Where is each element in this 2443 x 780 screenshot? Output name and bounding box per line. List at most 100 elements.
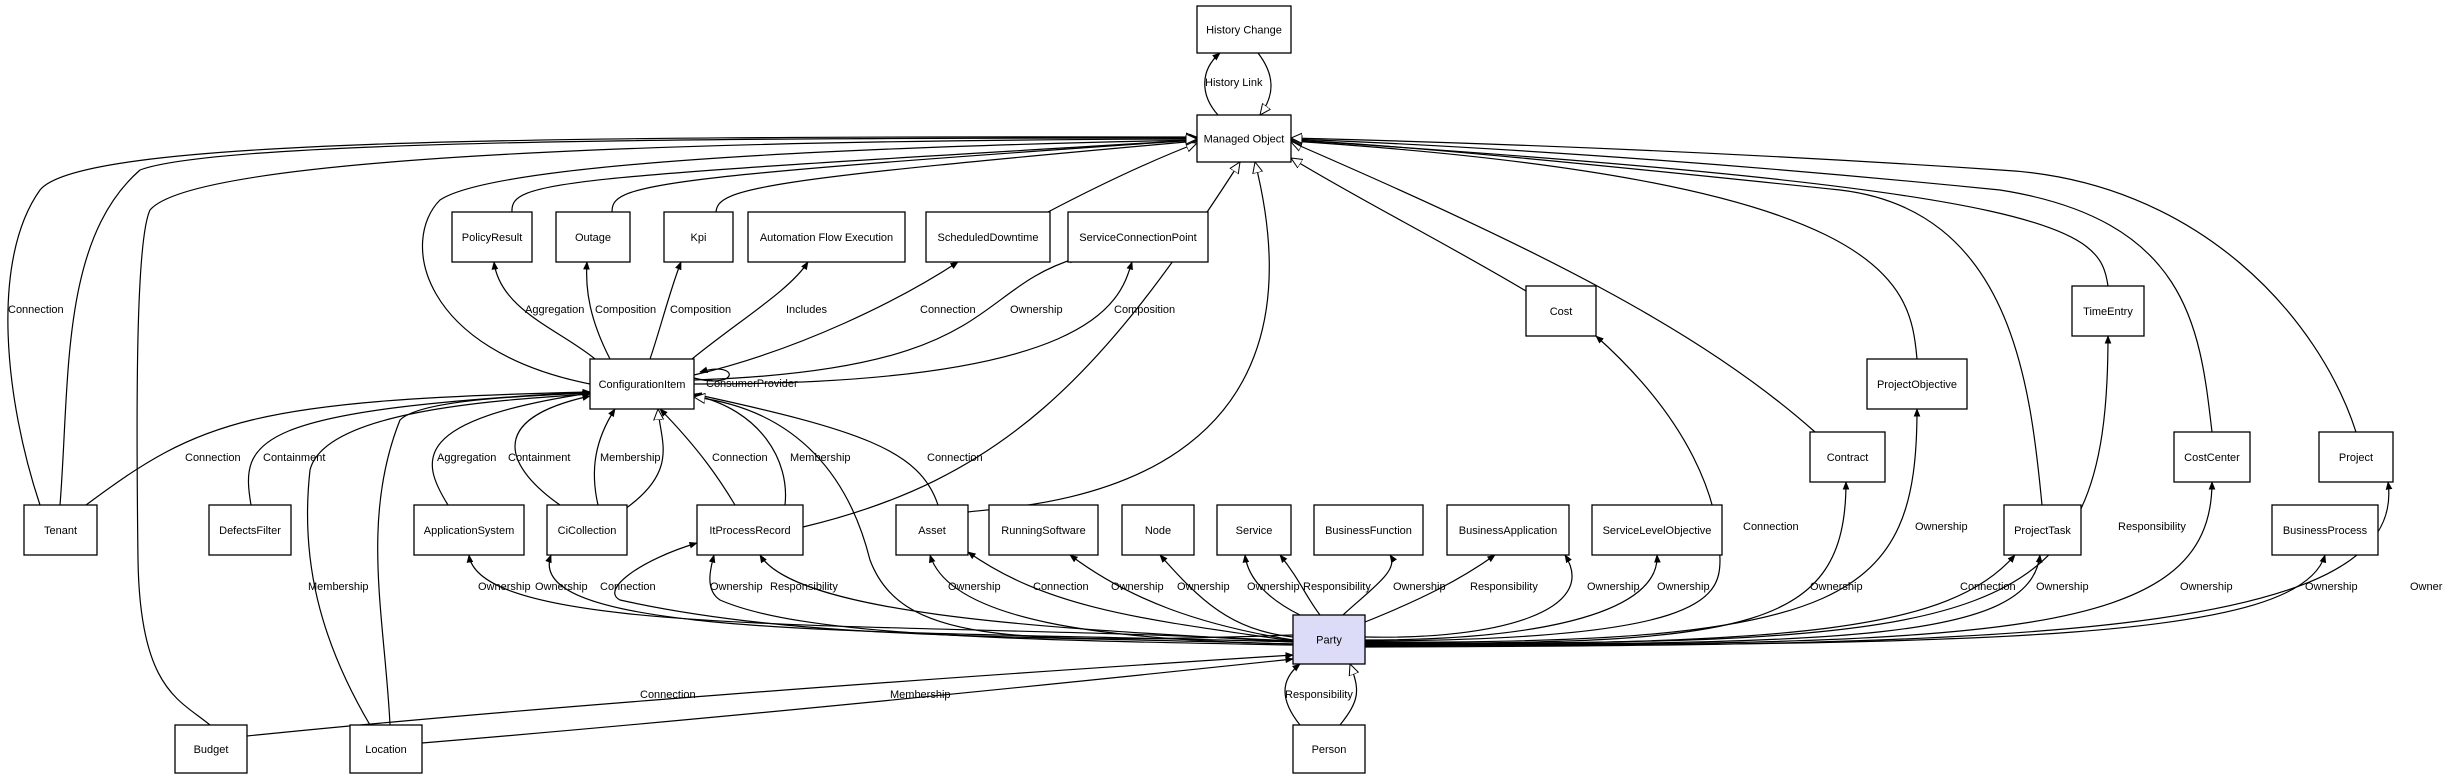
node-label: CiCollection bbox=[558, 525, 617, 537]
node-node[interactable]: Node bbox=[1121, 504, 1195, 556]
node-project-objective[interactable]: ProjectObjective bbox=[1866, 358, 1968, 410]
node-tenant[interactable]: Tenant bbox=[23, 504, 98, 556]
edge-line bbox=[1364, 554, 2043, 645]
node-label: ItProcessRecord bbox=[709, 525, 790, 537]
edge-defects-containment: Containment bbox=[247, 389, 591, 506]
node-defects-filter[interactable]: DefectsFilter bbox=[208, 504, 292, 556]
node-box bbox=[696, 504, 804, 556]
edge-party-own-slo: Ownership bbox=[1364, 554, 1710, 641]
edge-line bbox=[1291, 142, 1816, 433]
edge-label: Connection bbox=[600, 581, 656, 593]
node-label: BusinessFunction bbox=[1325, 525, 1412, 537]
node-project-task[interactable]: ProjectTask bbox=[2003, 504, 2082, 556]
edge-line bbox=[247, 389, 591, 506]
node-running-software[interactable]: RunningSoftware bbox=[988, 504, 1099, 556]
edge-policy-inherit bbox=[511, 140, 1197, 213]
node-person[interactable]: Person bbox=[1292, 724, 1366, 774]
edge-label: Ownership bbox=[2305, 581, 2358, 593]
edge-line bbox=[1047, 143, 1197, 213]
edge-cicoll-membership: Membership bbox=[593, 408, 661, 506]
node-box bbox=[1067, 211, 1209, 263]
node-contract[interactable]: Contract bbox=[1809, 431, 1886, 483]
node-party[interactable]: Party bbox=[1292, 614, 1366, 665]
node-business-function[interactable]: BusinessFunction bbox=[1313, 504, 1424, 556]
edge-label: Responsibility bbox=[1470, 581, 1538, 593]
edge-label: Responsibility bbox=[1285, 689, 1353, 701]
node-location[interactable]: Location bbox=[349, 724, 423, 774]
node-ci-collection[interactable]: CiCollection bbox=[546, 504, 628, 556]
edge-project-inherit bbox=[1291, 138, 2357, 433]
edge-line bbox=[967, 551, 1294, 642]
edge-label: Ownership bbox=[948, 581, 1001, 593]
edge-line bbox=[693, 261, 959, 376]
edge-ci-connection-sched: Connection bbox=[693, 261, 976, 376]
node-outage[interactable]: Outage bbox=[555, 211, 631, 263]
node-asset[interactable]: Asset bbox=[895, 504, 969, 556]
edge-asset-connection-ci: Connection bbox=[693, 392, 983, 506]
edge-line bbox=[691, 261, 809, 360]
edge-line bbox=[1342, 554, 1397, 616]
node-label: ProjectObjective bbox=[1877, 379, 1957, 391]
edge-contract-inherit bbox=[1291, 142, 1816, 433]
node-service-level-objective[interactable]: ServiceLevelObjective bbox=[1591, 504, 1723, 556]
edge-line bbox=[1279, 554, 1321, 616]
node-business-process[interactable]: BusinessProcess bbox=[2271, 504, 2379, 556]
node-configuration-item[interactable]: ConfigurationItem bbox=[589, 358, 695, 410]
edge-label: Composition bbox=[595, 304, 656, 316]
edge-label: Connection bbox=[920, 304, 976, 316]
node-box bbox=[1292, 614, 1366, 665]
node-box bbox=[988, 504, 1099, 556]
edge-line bbox=[1291, 140, 2043, 506]
edge-timeentry-inherit bbox=[1291, 140, 2109, 287]
node-it-process-record[interactable]: ItProcessRecord bbox=[696, 504, 804, 556]
edge-line bbox=[136, 139, 1197, 726]
edge-label: Responsibility bbox=[770, 581, 838, 593]
edge-label: Connection bbox=[1033, 581, 1089, 593]
node-managed-object[interactable]: Managed Object bbox=[1196, 114, 1292, 163]
edge-ci-aggregation-policy: Aggregation bbox=[491, 261, 596, 360]
node-label: Service bbox=[1236, 525, 1273, 537]
node-cost[interactable]: Cost bbox=[1525, 285, 1597, 337]
node-service-connection-point[interactable]: ServiceConnectionPoint bbox=[1067, 211, 1209, 263]
node-box bbox=[1866, 358, 1968, 410]
node-service[interactable]: Service bbox=[1216, 504, 1292, 556]
node-label: DefectsFilter bbox=[219, 525, 281, 537]
edge-line bbox=[1364, 335, 2112, 644]
node-label: BusinessApplication bbox=[1459, 525, 1557, 537]
edge-line bbox=[1291, 140, 2109, 287]
node-kpi[interactable]: Kpi bbox=[663, 211, 734, 263]
edge-appsys-aggregation: Aggregation bbox=[431, 390, 591, 506]
node-box bbox=[925, 211, 1051, 263]
node-project[interactable]: Project bbox=[2318, 431, 2394, 483]
node-policy-result[interactable]: PolicyResult bbox=[451, 211, 533, 263]
node-cost-center[interactable]: CostCenter bbox=[2173, 431, 2251, 483]
node-history-change[interactable]: History Change bbox=[1196, 5, 1292, 54]
node-box bbox=[2271, 504, 2379, 556]
edge-label: Aggregation bbox=[525, 304, 584, 316]
edge-cicoll-inherit bbox=[624, 409, 663, 510]
node-automation-flow-execution[interactable]: Automation Flow Execution bbox=[747, 211, 906, 263]
edge-line bbox=[1364, 554, 1573, 638]
node-time-entry[interactable]: TimeEntry bbox=[2071, 285, 2145, 337]
edge-label: Ownership bbox=[535, 581, 588, 593]
node-business-application[interactable]: BusinessApplication bbox=[1446, 504, 1570, 556]
node-label: TimeEntry bbox=[2083, 306, 2133, 318]
edge-line bbox=[545, 554, 1294, 643]
node-box bbox=[2173, 431, 2251, 483]
edge-line bbox=[624, 409, 663, 510]
edge-line bbox=[708, 554, 1294, 646]
node-label: Kpi bbox=[691, 232, 707, 244]
node-application-system[interactable]: ApplicationSystem bbox=[413, 504, 525, 556]
edge-itpr-connection-ci: Connection bbox=[659, 408, 768, 506]
edge-line bbox=[1364, 408, 1921, 643]
edge-label: Connection bbox=[1960, 581, 2016, 593]
node-box bbox=[2071, 285, 2145, 337]
node-box bbox=[1196, 114, 1292, 163]
node-box bbox=[1196, 5, 1292, 54]
node-budget[interactable]: Budget bbox=[174, 724, 248, 774]
node-label: Location bbox=[365, 744, 407, 756]
node-box bbox=[23, 504, 98, 556]
node-scheduled-downtime[interactable]: ScheduledDowntime bbox=[925, 211, 1051, 263]
node-label: ScheduledDowntime bbox=[938, 232, 1039, 244]
